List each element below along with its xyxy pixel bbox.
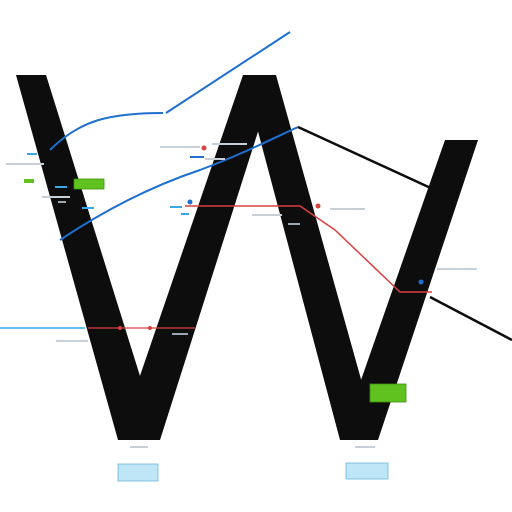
accent-dash (190, 156, 204, 158)
node-marker (418, 279, 424, 285)
accent-dash (170, 206, 182, 208)
w-right-stroke (340, 140, 478, 440)
green-tag-right (369, 383, 407, 403)
blue-upper-curve (49, 112, 164, 151)
blue-middle-curve (59, 126, 299, 241)
accent-dash (82, 207, 94, 209)
w-left-stroke (16, 75, 160, 440)
node-marker (315, 203, 321, 209)
black-upper-line (297, 125, 436, 192)
green-tag-left-stub (24, 179, 34, 183)
w-left-inner-stroke (118, 75, 276, 440)
node-marker (118, 326, 122, 330)
green-tag-left (73, 178, 105, 190)
blue-top-line (165, 31, 291, 114)
label-box-right (345, 462, 389, 480)
faint-annotations (6, 143, 477, 448)
accent-dash (181, 213, 189, 215)
red-middle-line (185, 205, 432, 293)
black-lower-line (429, 295, 512, 342)
node-marker (148, 326, 152, 330)
label-box-left (117, 463, 159, 482)
w-right-inner-stroke (243, 75, 378, 440)
node-marker (201, 145, 207, 151)
accent-dash (27, 153, 37, 155)
node-marker (187, 199, 193, 205)
accent-dash (55, 186, 67, 188)
